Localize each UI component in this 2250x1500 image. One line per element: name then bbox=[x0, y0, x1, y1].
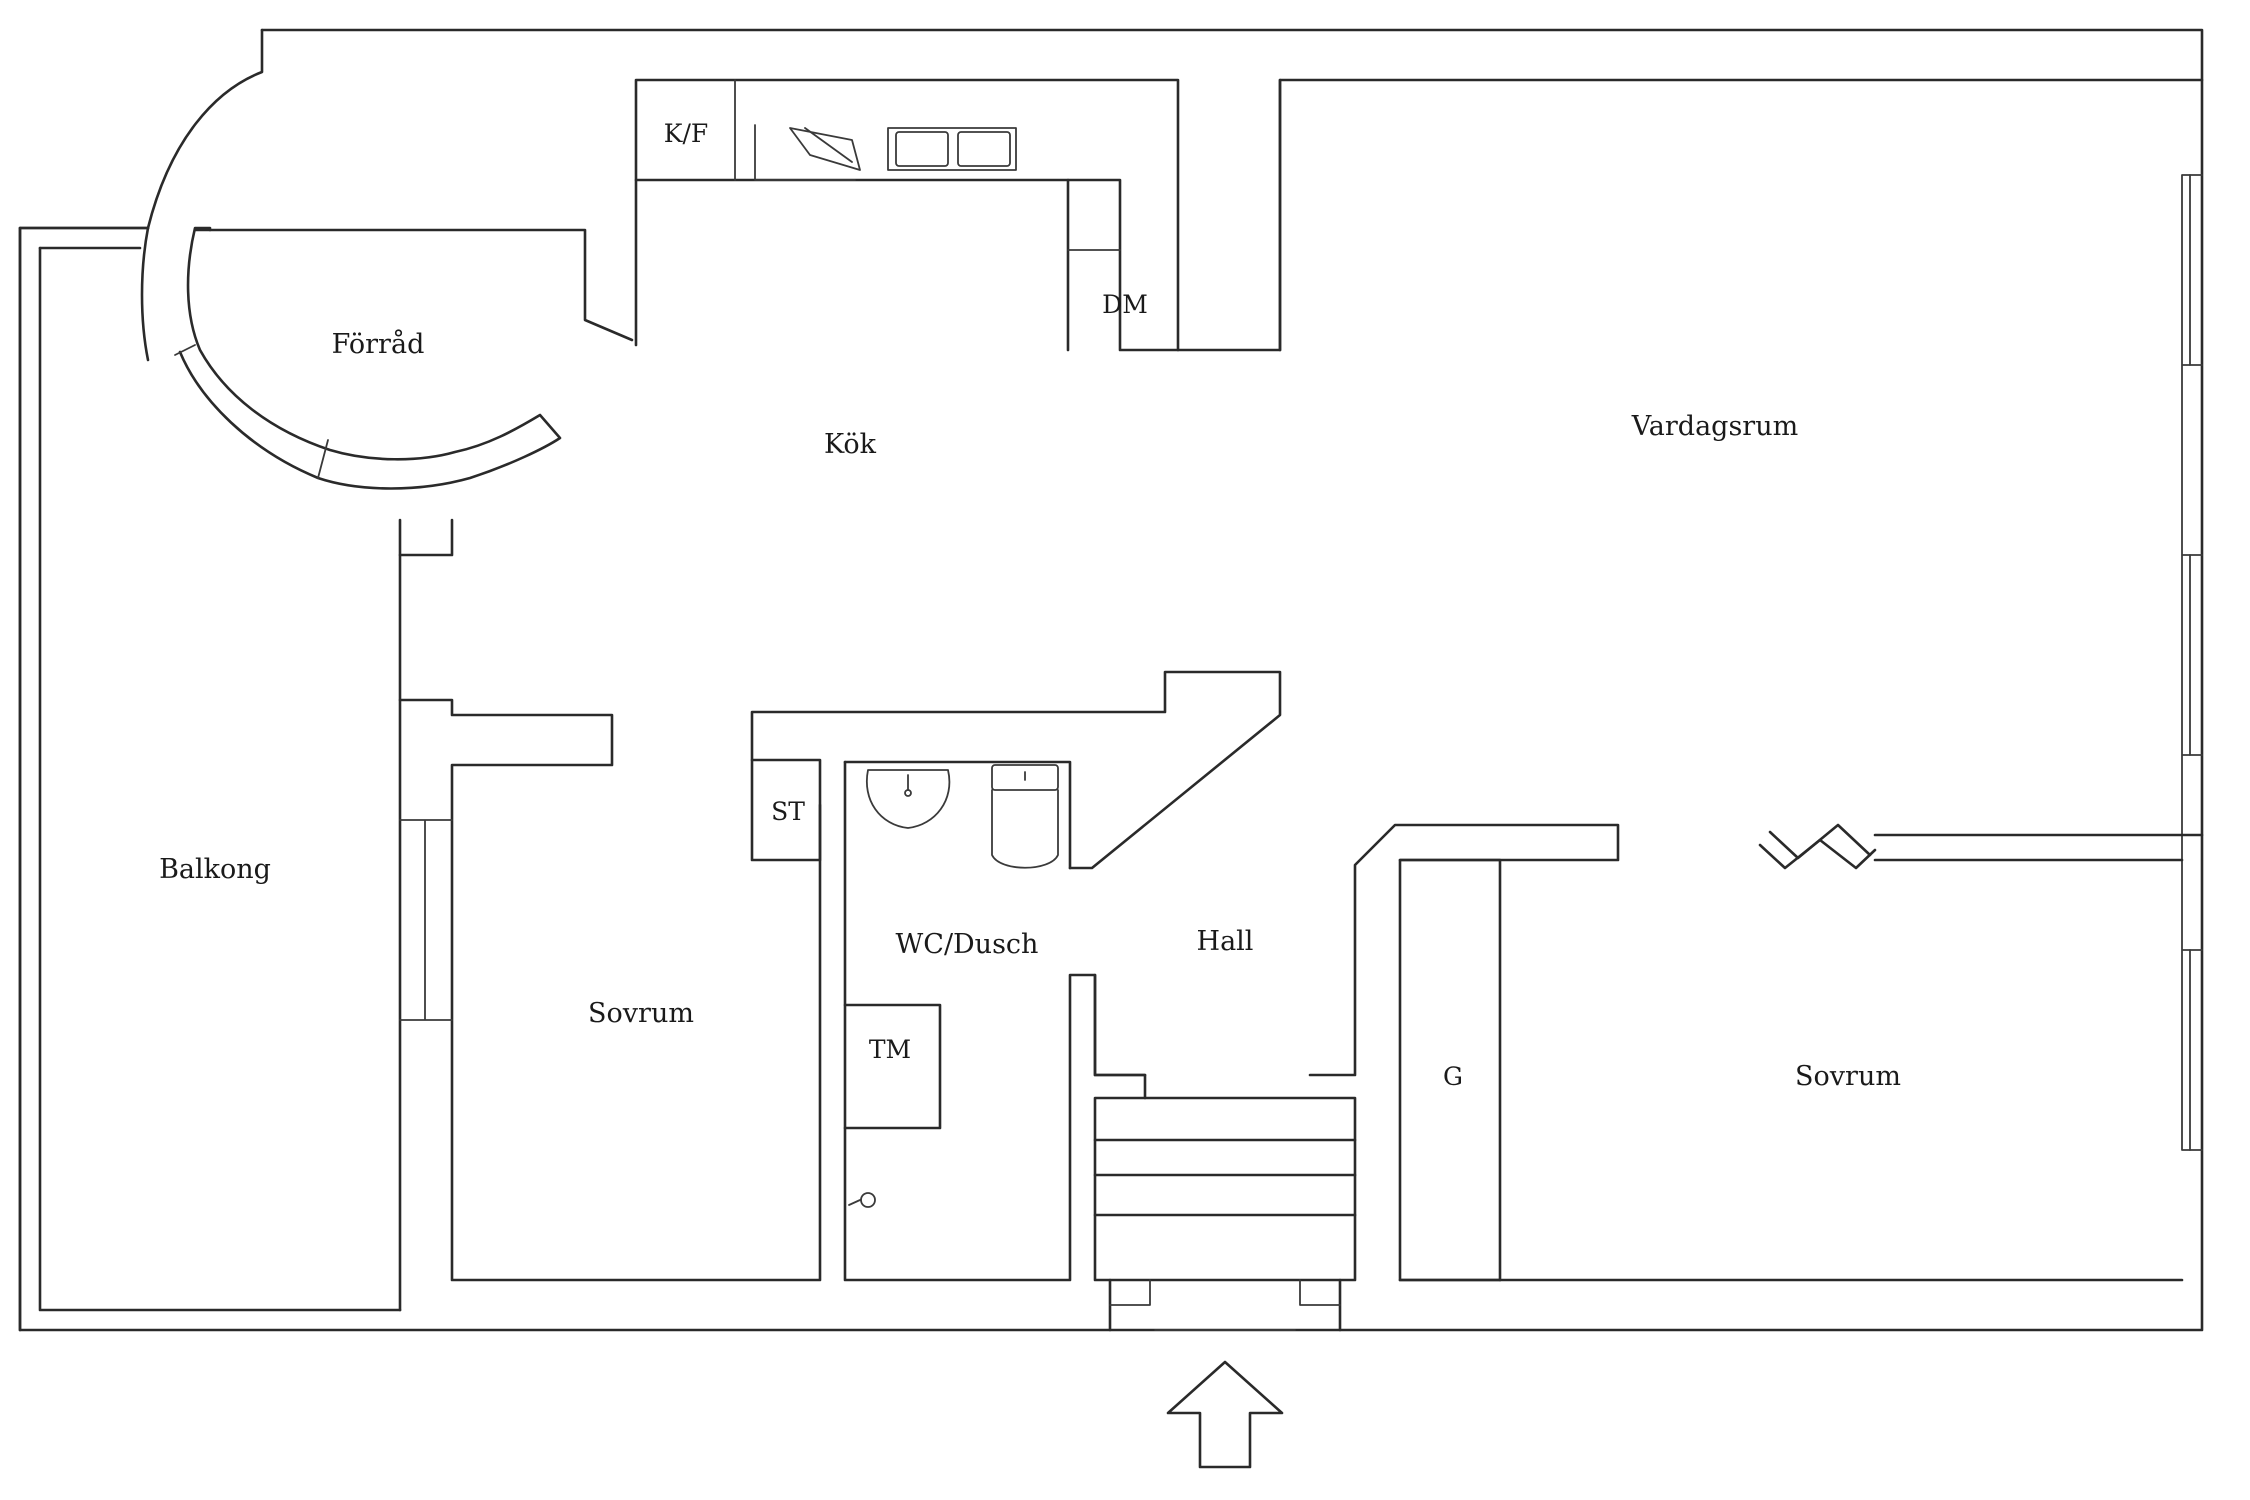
room-label-bedroom-right: Sovrum bbox=[1795, 1061, 1901, 1092]
left-bedroom-walls bbox=[398, 553, 822, 1312]
room-label-kitchen: Kök bbox=[824, 429, 877, 460]
exterior-walls bbox=[18, 28, 2204, 1332]
shower-icon bbox=[848, 1192, 876, 1208]
fixture-label-cabinet: ST bbox=[771, 797, 805, 826]
toilet-icon bbox=[991, 764, 1059, 869]
fixture-label-fridge-freezer: K/F bbox=[664, 119, 708, 148]
cabinet-st bbox=[750, 670, 1282, 870]
room-label-living-room: Vardagsrum bbox=[1631, 411, 1798, 442]
bathroom-walls bbox=[843, 760, 1147, 1282]
room-label-balcony: Balkong bbox=[159, 854, 271, 885]
washbasin-icon bbox=[866, 769, 951, 829]
right-bedroom-walls bbox=[1398, 823, 2204, 1282]
storage-walls bbox=[174, 228, 634, 557]
room-label-hall: Hall bbox=[1197, 926, 1254, 957]
fixture-label-washing-machine: TM bbox=[869, 1035, 911, 1064]
kitchen-counter bbox=[634, 78, 2204, 352]
living-room-windows bbox=[2181, 174, 2203, 1151]
room-label-storage: Förråd bbox=[332, 328, 425, 360]
room-label-bathroom: WC/Dusch bbox=[896, 929, 1039, 960]
fixture-label-dishwasher: DM bbox=[1102, 290, 1148, 319]
entrance-arrow-icon bbox=[1166, 1360, 1284, 1469]
room-label-bedroom-left: Sovrum bbox=[588, 998, 694, 1029]
fixture-label-wardrobe: G bbox=[1443, 1062, 1463, 1091]
hall-walls bbox=[1093, 823, 1620, 1332]
stove-icon bbox=[789, 127, 861, 171]
kitchen-sink-icon bbox=[887, 127, 1017, 171]
